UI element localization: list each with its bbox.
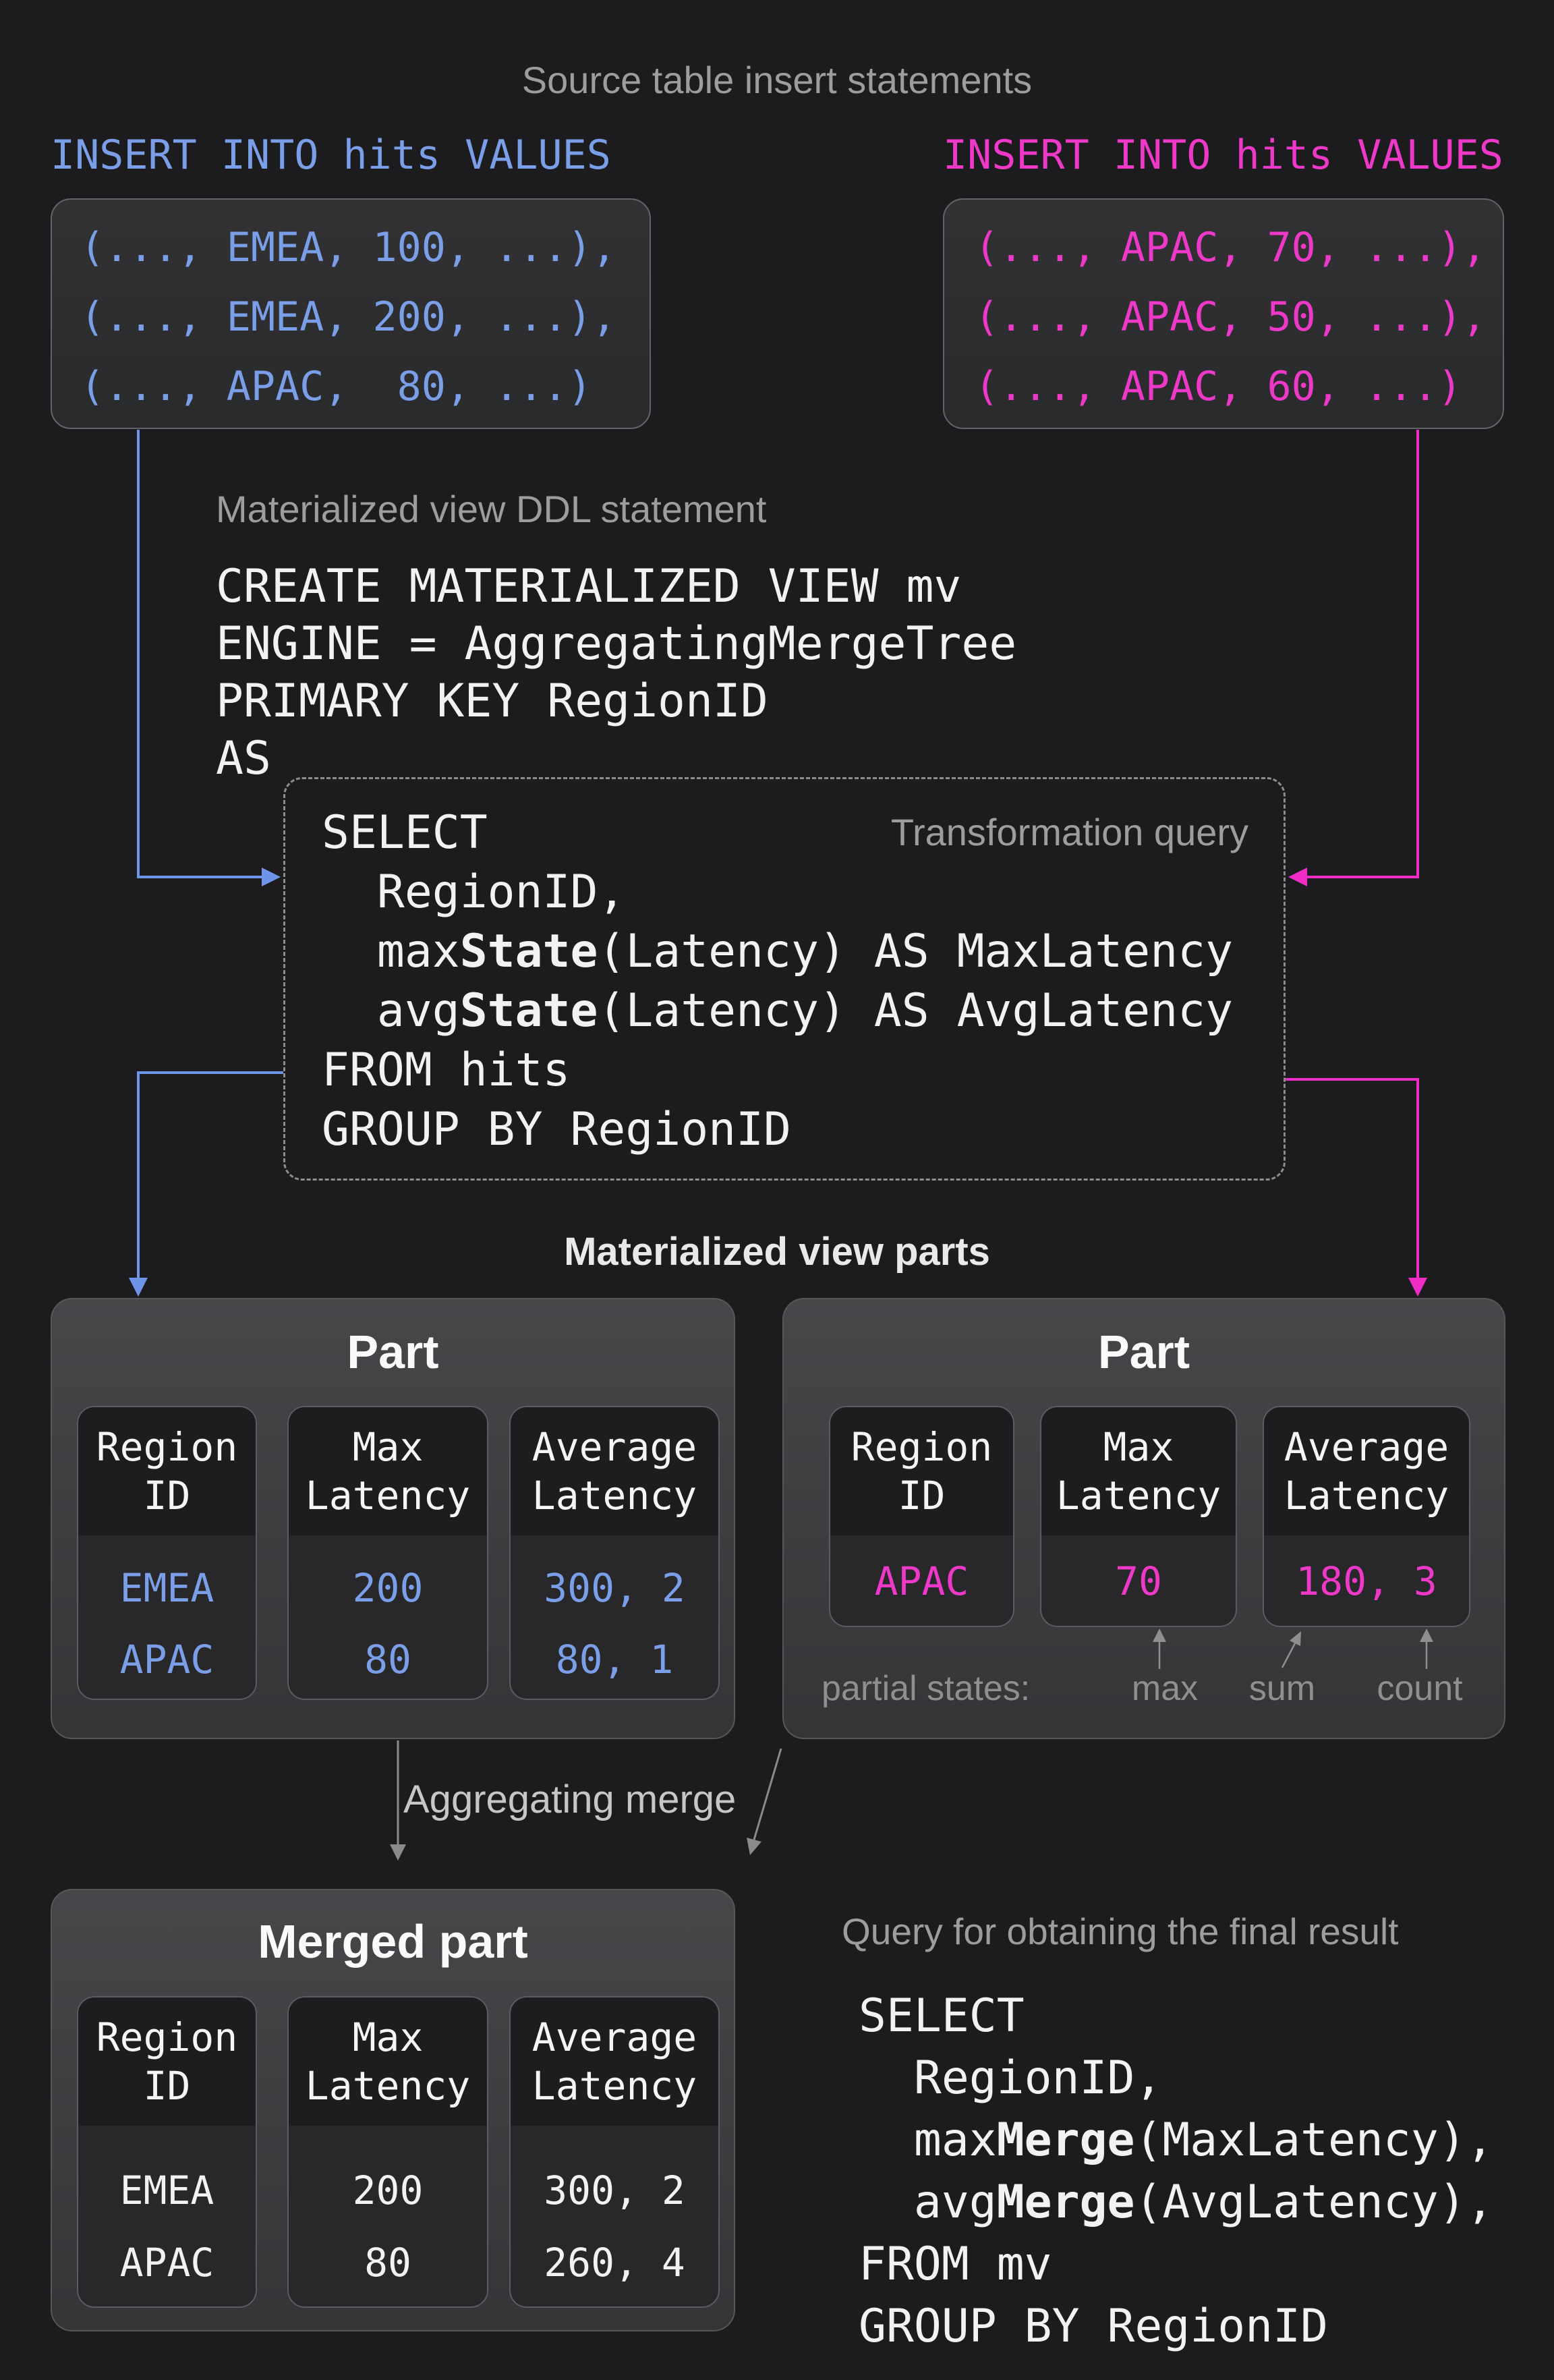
insert-row: (..., APAC, 60, ...): [975, 363, 1462, 410]
insert-row: (..., APAC, 50, ...),: [975, 293, 1487, 341]
aggregating-merge-label: Aggregating merge: [403, 1778, 737, 1821]
arrowhead-down-icon: [1408, 1278, 1427, 1297]
cell-value: EMEA: [119, 2168, 214, 2213]
ddl-code-line: ENGINE = AggregatingMergeTree: [216, 617, 1017, 671]
cell-value: 260, 4: [544, 2240, 685, 2286]
transformation-query-code: SELECT RegionID, maxState(Latency) AS Ma…: [322, 803, 1233, 1160]
cell-value: 180, 3: [1296, 1558, 1437, 1604]
code-line: maxState(Latency) AS MaxLatency: [322, 925, 1234, 978]
insert-row: (..., EMEA, 200, ...),: [80, 293, 616, 341]
insert-left-box: (..., EMEA, 100, ...), (..., EMEA, 200, …: [51, 198, 651, 429]
cell-value: 70: [1115, 1558, 1162, 1604]
cell-value: APAC: [119, 1637, 214, 1682]
final-query-code: SELECT RegionID, maxMerge(MaxLatency), a…: [859, 1985, 1494, 2358]
code-line: SELECT: [859, 1989, 1025, 2043]
code-line: SELECT: [322, 806, 488, 859]
arrowhead-right-icon: [262, 868, 281, 886]
code-line: RegionID,: [322, 866, 626, 919]
connector-right-insert-to-query: [1304, 430, 1419, 878]
insert-row: (..., APAC, 70, ...),: [975, 224, 1487, 271]
code-line: GROUP BY RegionID: [322, 1103, 791, 1156]
code-line: avgMerge(AvgLatency),: [859, 2176, 1494, 2229]
arrowhead-down-icon: [129, 1278, 148, 1297]
transformation-query-box: Transformation query SELECT RegionID, ma…: [283, 777, 1286, 1181]
code-line: FROM mv: [859, 2238, 1052, 2291]
cell-value: 300, 2: [544, 2168, 685, 2213]
partial-states-label: partial states:: [822, 1669, 1031, 1708]
insert-row: (..., EMEA, 100, ...),: [80, 224, 616, 271]
partial-state-sum-label: sum: [1248, 1669, 1316, 1708]
ddl-title: Materialized view DDL statement: [216, 488, 767, 530]
ddl-code-line: CREATE MATERIALIZED VIEW mv: [216, 560, 962, 613]
insert-left-label: INSERT INTO hits VALUES: [51, 132, 611, 179]
code-line: FROM hits: [322, 1044, 571, 1097]
cell-value: 200: [352, 1565, 424, 1611]
arrowhead-left-icon: [1288, 868, 1307, 886]
ddl-code: CREATE MATERIALIZED VIEW mv ENGINE = Agg…: [216, 558, 1016, 787]
cell-value: EMEA: [119, 1565, 214, 1611]
final-query-title: Query for obtaining the final result: [842, 1910, 1399, 1952]
cell-value: 80: [364, 2240, 411, 2286]
insert-right-label: INSERT INTO hits VALUES: [943, 132, 1503, 179]
transformation-query-label: Transformation query: [890, 811, 1248, 853]
code-line: maxMerge(MaxLatency),: [859, 2114, 1494, 2167]
cell-value: APAC: [874, 1558, 969, 1604]
cell-value: 200: [352, 2168, 424, 2213]
partial-state-count-label: count: [1377, 1669, 1463, 1708]
code-line: RegionID,: [859, 2051, 1163, 2105]
insert-row: (..., APAC, 80, ...): [80, 363, 592, 410]
cell-value: 80: [364, 1637, 411, 1682]
merged-part-title: Merged part: [258, 1915, 528, 1968]
partial-state-max-label: max: [1131, 1669, 1199, 1708]
insert-right-box: (..., APAC, 70, ...), (..., APAC, 50, ..…: [943, 198, 1504, 429]
arrowhead-diagonal-icon: [747, 1838, 761, 1855]
part-title: Part: [1097, 1326, 1190, 1378]
cell-value: 80, 1: [555, 1637, 674, 1682]
cell-value: 300, 2: [544, 1565, 685, 1611]
code-line: avgState(Latency) AS AvgLatency: [322, 984, 1234, 1038]
materialized-view-parts-title: Materialized view parts: [564, 1230, 990, 1274]
cell-value: APAC: [119, 2240, 214, 2286]
source-section-title: Source table insert statements: [521, 59, 1033, 101]
ddl-code-line: PRIMARY KEY RegionID: [216, 675, 768, 728]
code-line: GROUP BY RegionID: [859, 2300, 1328, 2353]
part-title: Part: [347, 1326, 439, 1378]
arrowhead-down-icon: [390, 1844, 406, 1861]
connector-right-part-to-merged: [753, 1748, 782, 1840]
